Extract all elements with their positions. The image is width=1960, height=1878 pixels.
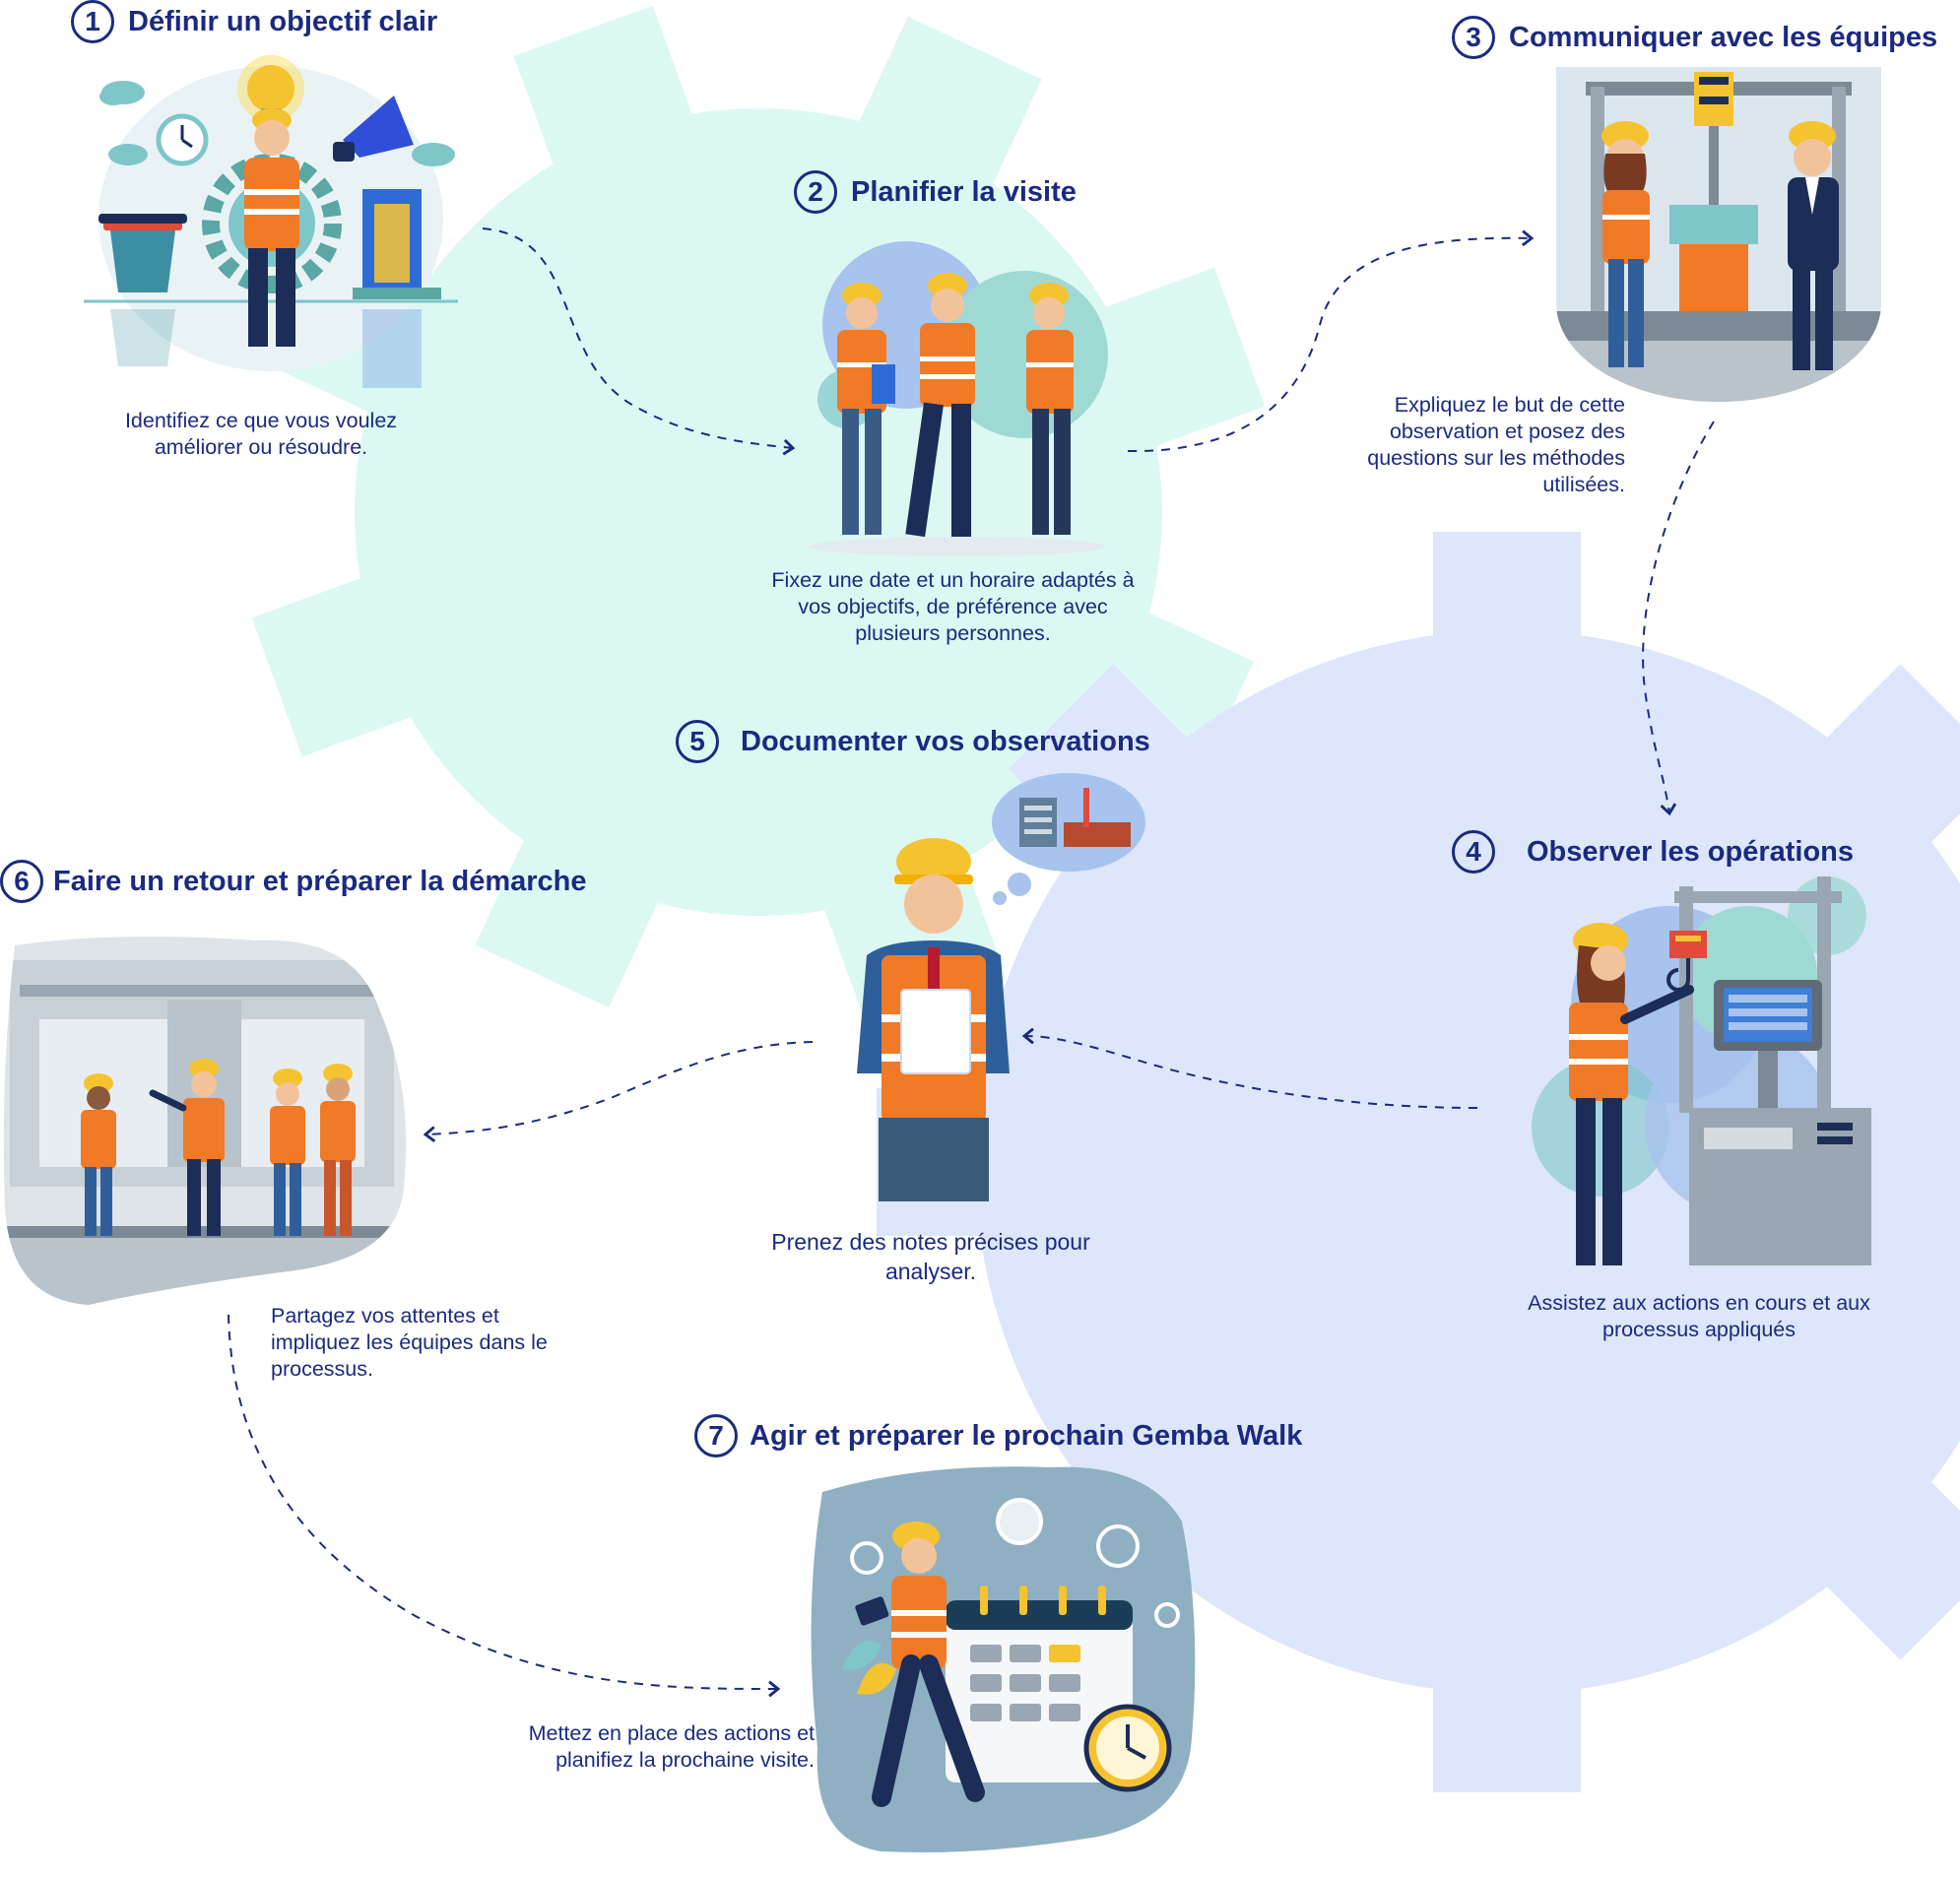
flow-arrow-2-3 — [1127, 229, 1535, 453]
step-3-illustration — [1556, 67, 1881, 402]
worker-right — [1026, 283, 1074, 535]
step-4-number: 4 — [1452, 830, 1495, 874]
step-1-illustration — [84, 55, 458, 388]
step-6-description: Partagez vos attentes et impliquez les é… — [271, 1304, 548, 1381]
worker-woman — [1601, 121, 1650, 367]
worker-group — [81, 1059, 356, 1236]
step-2-title: 2 Planifier la visite — [794, 170, 1077, 214]
gear-top-tooth — [1076, 267, 1266, 457]
step-4-description: Assistez aux actions en cours et aux pro… — [1528, 1291, 1870, 1341]
flow-arrow-4-5 — [1021, 1027, 1478, 1109]
flow-arrow-5-6 — [423, 1041, 814, 1142]
worker-figure — [244, 108, 299, 347]
step-7-description: Mettez en place des actions et planifiez… — [528, 1721, 815, 1772]
step-1-title: 1 Définir un objectif clair — [71, 0, 437, 43]
gear-top-tooth — [251, 567, 441, 757]
step-6-title: 6 Faire un retour et préparer la démarch… — [0, 860, 587, 903]
plant-icon — [842, 1640, 896, 1695]
gear-bottom-tooth — [1802, 1457, 1960, 1660]
step-5-number: 5 — [676, 720, 719, 763]
building-icon — [353, 189, 441, 299]
step-3-number: 3 — [1452, 16, 1495, 59]
step-6-number: 6 — [0, 860, 43, 903]
step-2-description: Fixez une date et un horaire adaptés à v… — [771, 568, 1135, 645]
clipboard-icon — [872, 364, 895, 404]
megaphone-icon — [333, 96, 414, 162]
thought-bubble — [992, 773, 1145, 905]
clipboard-icon — [900, 989, 971, 1074]
flow-arrow-6-7 — [228, 1314, 781, 1698]
step-4-illustration — [1532, 876, 1871, 1265]
step-6-illustration — [3, 937, 407, 1305]
step-4-title-text: Observer les opérations — [1527, 835, 1855, 868]
worker-woman — [1569, 923, 1694, 1265]
step-1-title-text: Définir un objectif clair — [128, 5, 438, 37]
control-panel-icon — [1689, 980, 1871, 1265]
clock-icon — [850, 1498, 1180, 1628]
step-7-title-text: Agir et préparer le prochain Gemba Walk — [750, 1419, 1303, 1452]
cloud-icon — [99, 81, 455, 166]
step-5-title: 5 Documenter vos observations — [676, 720, 1150, 763]
crane-hook-icon — [1694, 72, 1733, 234]
crane-hook-icon — [1666, 931, 1707, 992]
gear-top-tooth — [513, 5, 703, 195]
worker-walking — [855, 1522, 985, 1807]
step-5-illustration — [857, 773, 1145, 1201]
gear-top-tooth — [845, 17, 1042, 214]
trash-bin-icon — [98, 214, 187, 292]
gear-bottom-tooth — [1433, 532, 1581, 670]
worker-left — [837, 283, 895, 535]
step-5-title-text: Documenter vos observations — [741, 725, 1150, 757]
worker-center — [905, 273, 975, 538]
step-7-illustration — [811, 1466, 1196, 1852]
step-5-description: Prenez des notes précises pour analyser. — [771, 1229, 1090, 1284]
flow-arrow-1-2 — [482, 227, 796, 456]
gear-bottom-tooth — [1433, 1654, 1581, 1792]
clock-icon — [156, 113, 209, 166]
step-6-title-text: Faire un retour et préparer la démarche — [53, 865, 587, 897]
step-7-number: 7 — [694, 1414, 738, 1457]
step-1-number: 1 — [71, 0, 114, 43]
step-3-title-text: Communiquer avec les équipes — [1509, 21, 1938, 53]
gear-top-tooth — [475, 810, 672, 1007]
worker-man-suit — [1788, 121, 1839, 370]
machine-icon — [1679, 234, 1748, 323]
gear-bottom-tooth — [1802, 664, 1960, 867]
step-7-title: 7 Agir et préparer le prochain Gemba Wal… — [694, 1414, 1302, 1457]
step-1-description: Identifiez ce que vous voulez améliorer … — [124, 409, 398, 459]
step-2-title-text: Planifier la visite — [851, 175, 1077, 208]
step-3-title: 3 Communiquer avec les équipes — [1452, 16, 1937, 59]
worker-figure — [857, 838, 1010, 1201]
step-2-illustration — [810, 241, 1108, 556]
factory-icon — [1019, 788, 1131, 847]
flow-arrow-3-4 — [1642, 421, 1715, 816]
step-3-description: Expliquez le but de cette observation et… — [1367, 393, 1625, 496]
alarm-clock-icon — [1083, 1704, 1172, 1792]
step-4-title: 4 Observer les opérations — [1452, 830, 1854, 874]
step-2-number: 2 — [794, 170, 837, 214]
